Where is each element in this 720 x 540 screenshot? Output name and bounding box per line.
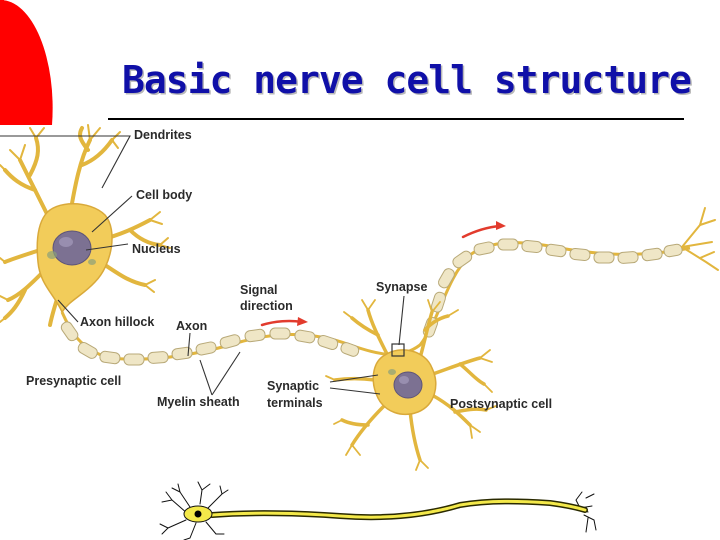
label-synaptic-terminals-line2: terminals [267,396,323,410]
postsynaptic-nucleus [393,371,423,399]
label-synapse: Synapse [376,280,428,294]
label-axon-hillock: Axon hillock [80,315,155,329]
label-signal-direction-line2: direction [240,299,293,313]
myelin-segments [60,238,683,366]
label-cell-body: Cell body [136,188,193,202]
signal-direction-arrow [260,319,304,327]
label-postsynaptic-cell: Postsynaptic cell [450,397,553,411]
presynaptic-nucleus [52,230,92,266]
label-myelin-sheath: Myelin sheath [157,395,240,409]
signal-direction-arrow-upper [461,224,502,239]
title-underline [108,118,684,120]
label-presynaptic-cell: Presynaptic cell [26,374,122,388]
label-axon: Axon [176,319,208,333]
red-accent-shape [0,0,53,125]
label-synaptic-terminals-line1: Synaptic [267,379,320,393]
label-signal-direction-line1: Signal [240,283,278,297]
simple-neuron [159,481,597,540]
axon-terminals-right [681,207,719,271]
synapse-box [391,343,405,357]
leader-lines [0,135,405,396]
simple-neuron-nucleus [194,510,202,518]
slide-title: Basic nerve cell structure [122,58,692,102]
label-nucleus: Nucleus [132,242,181,256]
label-dendrites: Dendrites [134,128,192,142]
